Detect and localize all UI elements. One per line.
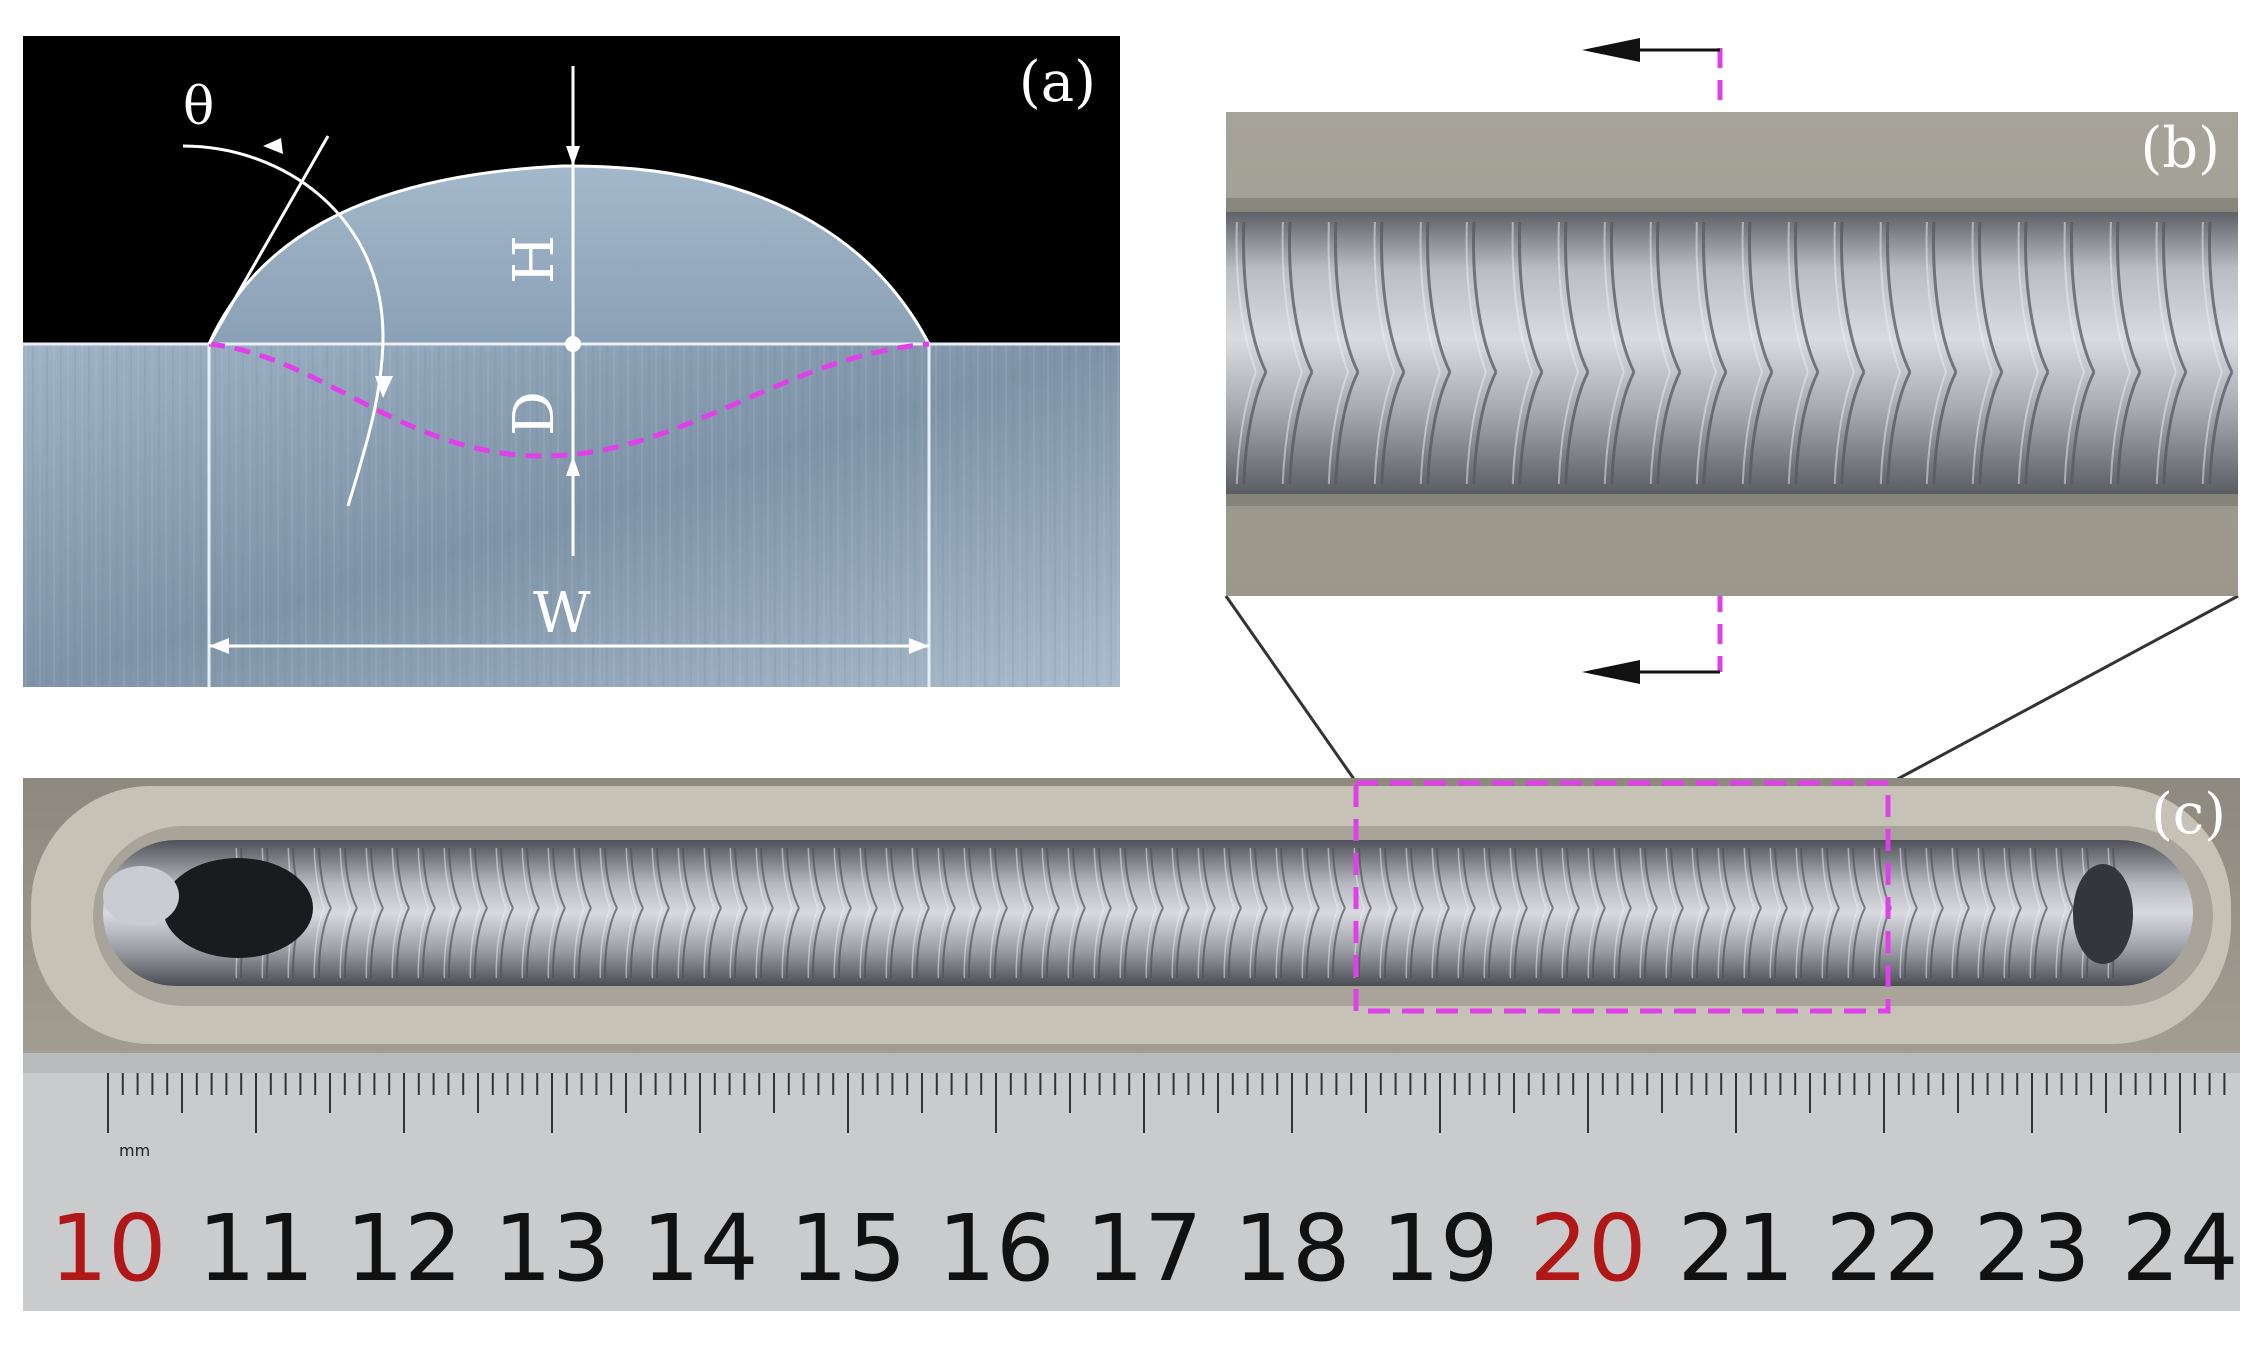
ruler-number-14: 14 (641, 1195, 758, 1302)
ruler-unit-label: mm (119, 1141, 150, 1160)
origin-dot (565, 336, 581, 352)
panel-label-c: (c) (2150, 782, 2226, 847)
ruler-number-23: 23 (1973, 1195, 2090, 1302)
start-crater (163, 858, 313, 958)
depth-symbol: D (502, 391, 567, 436)
width-symbol: W (533, 581, 591, 646)
full-bead-image: mm 10 11 12 13 14 15 16 17 18 19 20 21 22 23 24 (23, 778, 2240, 1311)
section-arrow-top (1582, 38, 1640, 62)
section-arrow-bottom (1582, 660, 1640, 684)
panel-label-a: (a) (1018, 50, 1096, 115)
magnified-bead-image (1226, 112, 2238, 596)
ruler-number-16: 16 (937, 1195, 1054, 1302)
ruler-number-13: 13 (493, 1195, 610, 1302)
ruler-number-24: 24 (2121, 1195, 2238, 1302)
panel-a-cross-section: θ H D W (a) (23, 36, 1120, 687)
panel-c-full-bead: mm 10 11 12 13 14 15 16 17 18 19 20 21 22 23 24 (c) (23, 778, 2240, 1311)
cross-section-image: θ H D W (23, 66, 1120, 687)
zoom-region-box (1353, 780, 1891, 1014)
ruler-number-21: 21 (1677, 1195, 1794, 1302)
penetration-boundary (208, 341, 930, 459)
panel-b-magnified-bead: (b) (1226, 112, 2238, 596)
ruler-number-19: 19 (1381, 1195, 1498, 1302)
panel-label-b: (b) (2140, 116, 2220, 181)
ruler-number-17: 17 (1085, 1195, 1202, 1302)
ruler-number-12: 12 (345, 1195, 462, 1302)
height-symbol: H (502, 235, 567, 284)
ruler-number-18: 18 (1233, 1195, 1350, 1302)
ruler-number-20: 20 (1529, 1195, 1646, 1302)
ruler-number-22: 22 (1825, 1195, 1942, 1302)
theta-symbol: θ (183, 77, 214, 137)
ruler-number-11: 11 (197, 1195, 314, 1302)
ruler-ticks (107, 1073, 2226, 1133)
ruler-number-15: 15 (789, 1195, 906, 1302)
ruler (23, 1053, 2240, 1311)
weld-bead-profile (209, 165, 929, 344)
ruler-number-10: 10 (49, 1195, 166, 1302)
ruler-numbers: 10 11 12 13 14 15 16 17 18 19 20 21 22 23 24 (49, 1195, 2238, 1302)
